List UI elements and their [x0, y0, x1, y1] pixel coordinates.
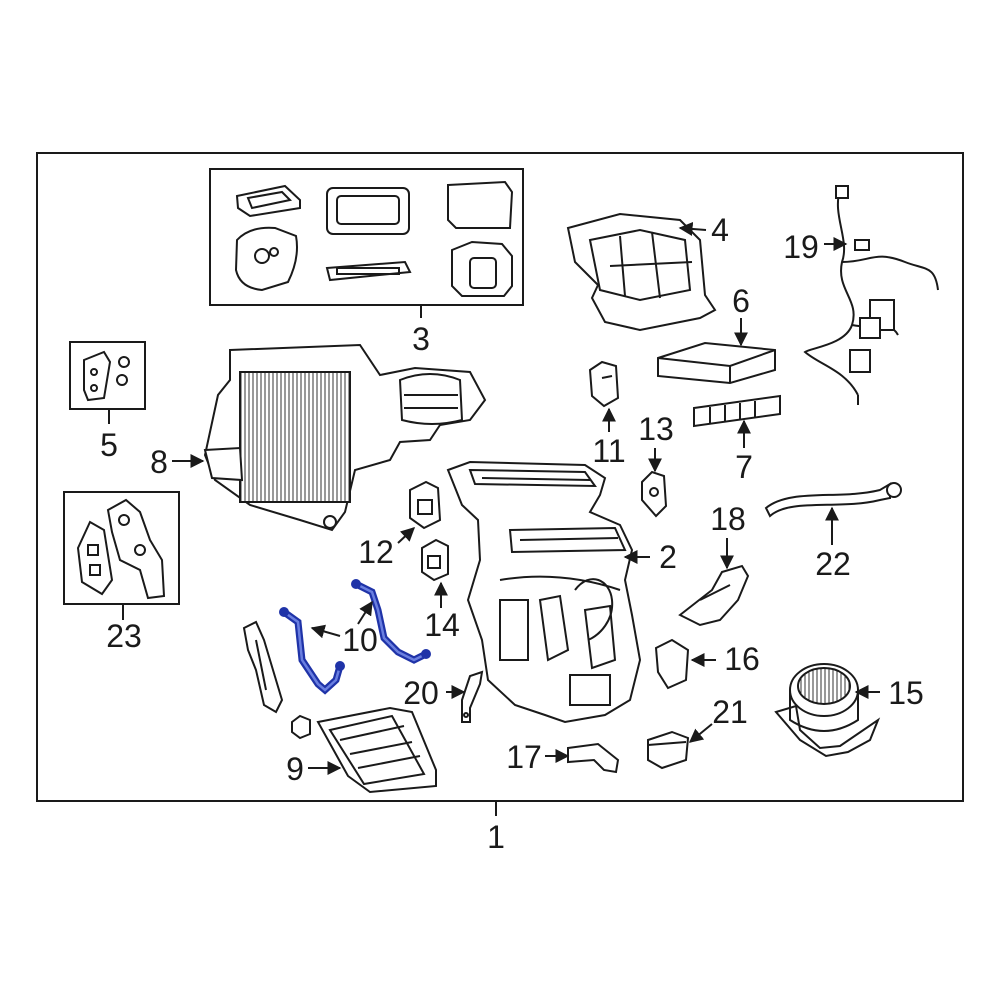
- part-8-evaporator-housing: [203, 343, 487, 532]
- callout-1: 1: [487, 819, 505, 855]
- callout-10: 10: [342, 622, 378, 658]
- part-17-duct: [567, 742, 620, 774]
- valve-kit-box: [69, 341, 146, 410]
- callout-14: 14: [424, 607, 460, 643]
- callout-17: 17: [506, 739, 542, 775]
- part-14-motor: [421, 538, 449, 582]
- part-4-intake-case: [566, 212, 717, 332]
- part-13-sensor: [641, 470, 668, 518]
- part-5-valve-kit: [83, 350, 130, 402]
- part-6-filter: [657, 341, 776, 385]
- callout-5: 5: [100, 427, 118, 463]
- callout-19: 19: [783, 229, 819, 265]
- callout-23: 23: [106, 618, 142, 654]
- callout-21: 21: [712, 694, 748, 730]
- part-15-blower-motor: [774, 663, 881, 758]
- part-19-wire-harness: [803, 185, 939, 405]
- callout-3: 3: [412, 321, 430, 357]
- callout-7: 7: [735, 449, 753, 485]
- callout-9: 9: [286, 751, 304, 787]
- part-16-sensor: [654, 638, 690, 690]
- callout-20: 20: [403, 675, 439, 711]
- callout-2: 2: [659, 539, 677, 575]
- part-11-actuator: [588, 360, 620, 408]
- callout-13: 13: [638, 411, 674, 447]
- callout-15: 15: [888, 675, 924, 711]
- part-18-duct-cover: [678, 564, 750, 627]
- callout-18: 18: [710, 501, 746, 537]
- part-2-heater-case: [446, 460, 642, 724]
- part-21-resistor: [647, 730, 690, 770]
- callout-6: 6: [732, 283, 750, 319]
- seal-kit-box: [209, 168, 524, 306]
- part-heater-core-clip: [291, 714, 311, 740]
- part-20-bracket: [461, 670, 484, 723]
- leader-10-b: [357, 600, 373, 625]
- callout-8: 8: [150, 444, 168, 480]
- part-7-filter-cover: [693, 394, 781, 428]
- part-22-drain-hose: [764, 482, 902, 518]
- assembly-frame: [36, 152, 964, 802]
- leader-21: [688, 723, 713, 743]
- part-heater-core-seal: [242, 620, 284, 714]
- callout-12: 12: [358, 534, 394, 570]
- part-3-seals: [234, 180, 514, 297]
- callout-11: 11: [592, 433, 625, 469]
- callout-4: 4: [711, 212, 729, 248]
- part-10-heater-pipes: [279, 579, 431, 695]
- leader-4: [678, 221, 707, 236]
- callout-22: 22: [815, 546, 851, 582]
- callout-16: 16: [724, 641, 760, 677]
- part-12-motor: [409, 480, 442, 530]
- part-9-heater-core: [316, 706, 437, 794]
- part-23-gaskets: [76, 498, 166, 600]
- leader-10-a: [310, 624, 341, 639]
- seal-set-box: [63, 491, 180, 605]
- leader-12: [397, 527, 416, 544]
